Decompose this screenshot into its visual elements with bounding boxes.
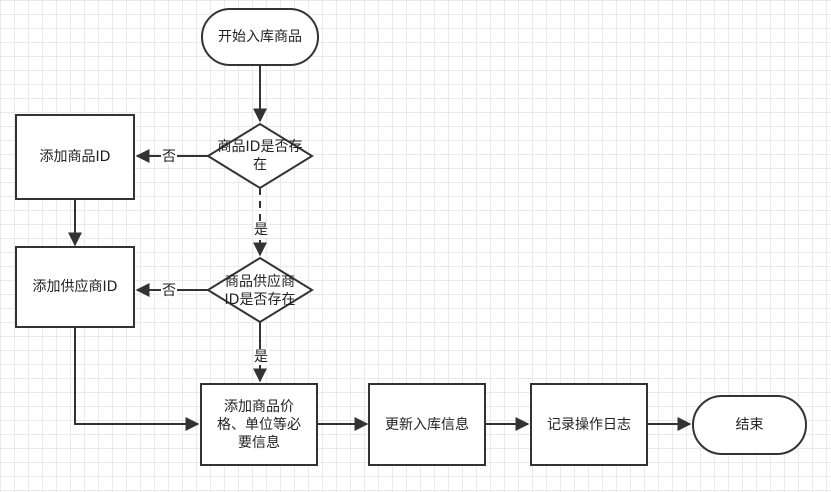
decision-supplier-label: 商品供应商ID是否存在 bbox=[224, 274, 296, 308]
add-id-node: 添加商品ID bbox=[15, 114, 135, 200]
add-id-node-label: 添加商品ID bbox=[39, 149, 111, 165]
end-node-label: 结束 bbox=[735, 417, 764, 433]
end-node: 结束 bbox=[692, 395, 807, 455]
add-supplier-node-label: 添加供应商ID bbox=[32, 279, 118, 295]
edge-label-yes-2: 是 bbox=[253, 349, 269, 365]
edge-label-no-1: 否 bbox=[161, 149, 177, 165]
start-node: 开始入库商品 bbox=[201, 8, 319, 66]
add-price-node-label: 添加商品价格、单位等必要信息 bbox=[217, 398, 301, 451]
add-price-node: 添加商品价格、单位等必要信息 bbox=[200, 383, 318, 466]
edge-add-supplier-to-add-price bbox=[74, 328, 200, 431]
decision-supplier-label-wrap: 商品供应商ID是否存在 bbox=[218, 270, 302, 312]
decision-id-label-wrap: 商品ID是否存在 bbox=[214, 135, 306, 177]
add-supplier-node: 添加供应商ID bbox=[15, 246, 135, 328]
update-stock-node-label: 更新入库信息 bbox=[385, 416, 469, 433]
log-node: 记录操作日志 bbox=[530, 383, 648, 466]
log-node-label: 记录操作日志 bbox=[547, 416, 631, 433]
edge-label-no-2: 否 bbox=[161, 283, 177, 299]
decision-id-label: 商品ID是否存在 bbox=[217, 139, 303, 173]
edge-label-yes-1: 是 bbox=[253, 222, 269, 238]
start-node-label: 开始入库商品 bbox=[218, 29, 302, 45]
update-stock-node: 更新入库信息 bbox=[368, 383, 486, 466]
